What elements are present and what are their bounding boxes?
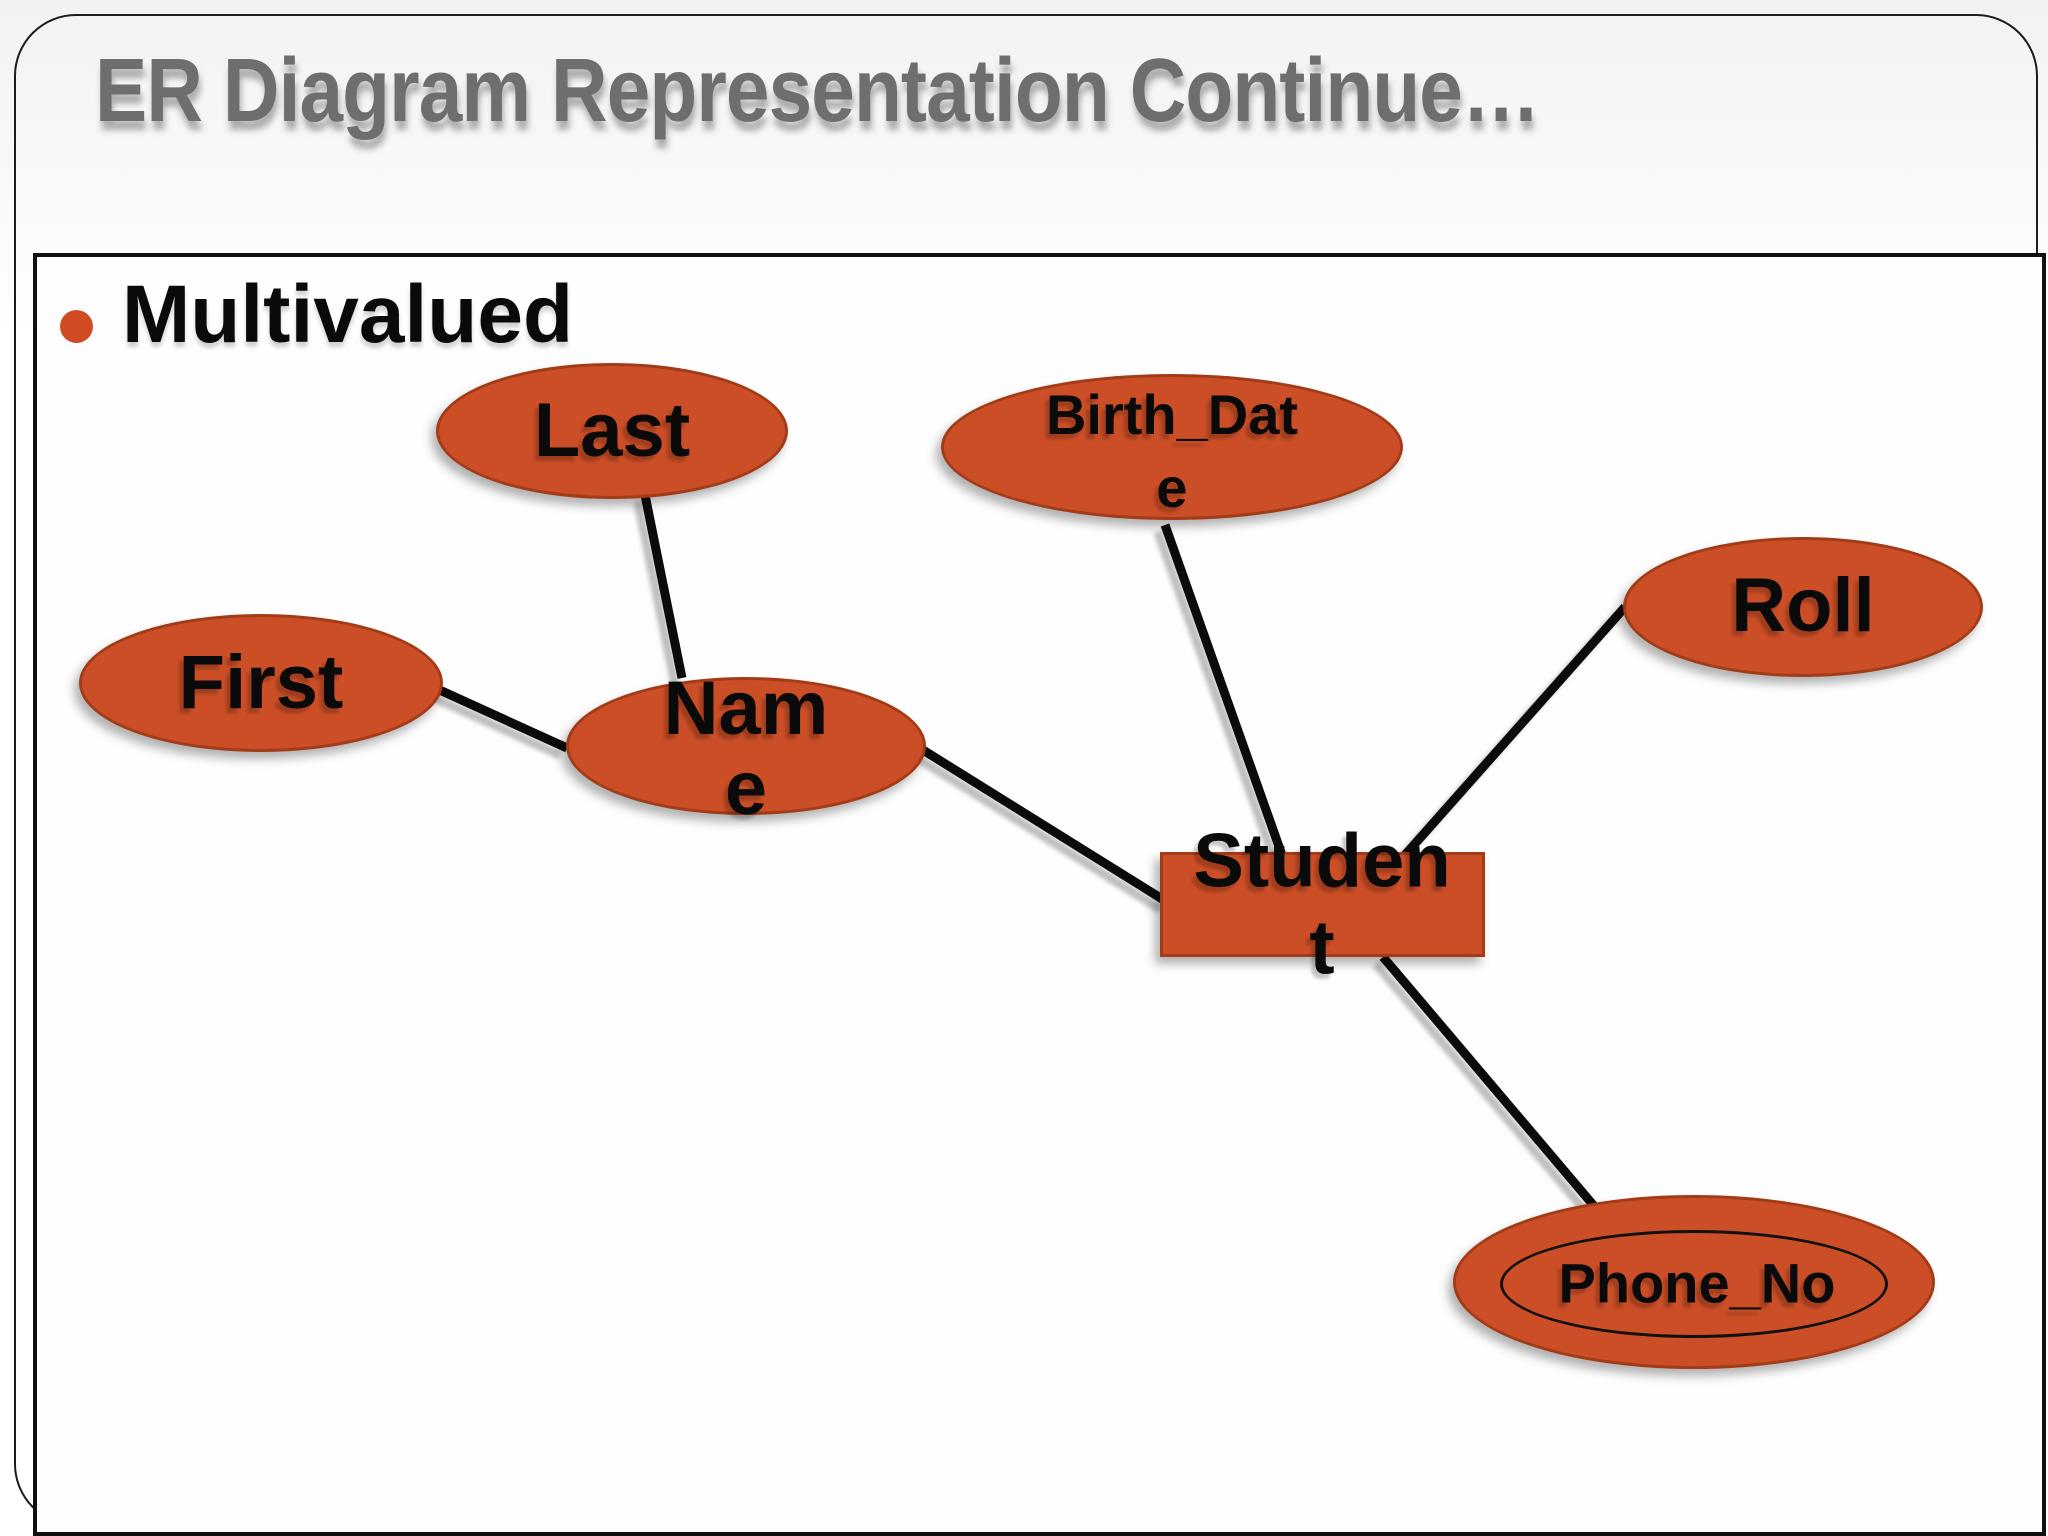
attribute-label-name: Nam e xyxy=(396,669,1096,829)
label-line: e xyxy=(1156,456,1188,519)
attribute-label-roll: Roll xyxy=(1453,566,2048,646)
connector-first-name xyxy=(431,682,569,753)
entity-label-student: Studen t xyxy=(972,818,1672,993)
connector-roll-student xyxy=(1401,604,1629,858)
attribute-label-birth-date: Birth_Dat e xyxy=(822,379,1522,525)
attribute-label-phone-no: Phone_No xyxy=(1347,1248,2047,1321)
label-line: Studen xyxy=(1193,818,1451,904)
label-line: Birth_Dat xyxy=(1045,383,1299,447)
attribute-ellipse-first xyxy=(79,614,443,752)
connector-birthdate-student xyxy=(1160,523,1287,857)
label-line: Nam xyxy=(663,666,829,752)
entity-rect-student xyxy=(1160,852,1485,957)
label-line: e xyxy=(724,746,768,831)
label-line: First xyxy=(178,640,344,726)
label-line: Roll xyxy=(1731,563,1875,649)
bullet-dot-icon xyxy=(60,310,93,343)
attribute-ellipse-roll xyxy=(1623,537,1983,677)
label-line: Phone_No xyxy=(1558,1251,1836,1315)
bullet-label: Multivalued xyxy=(122,269,574,360)
attribute-ellipse-phone-no-inner xyxy=(1500,1230,1888,1338)
attribute-label-last: Last xyxy=(262,391,962,471)
connector-name-student xyxy=(920,746,1170,906)
connector-student-phoneno xyxy=(1379,954,1604,1216)
label-line: t xyxy=(1309,906,1335,991)
attribute-ellipse-birth-date xyxy=(941,374,1403,520)
connector-last-name xyxy=(640,494,687,679)
attribute-ellipse-name xyxy=(566,677,926,815)
attribute-ellipse-last xyxy=(436,363,788,499)
page-title: ER Diagram Representation Continue… xyxy=(95,41,1540,141)
label-line: Last xyxy=(533,388,691,474)
attribute-label-first: First xyxy=(0,643,611,723)
